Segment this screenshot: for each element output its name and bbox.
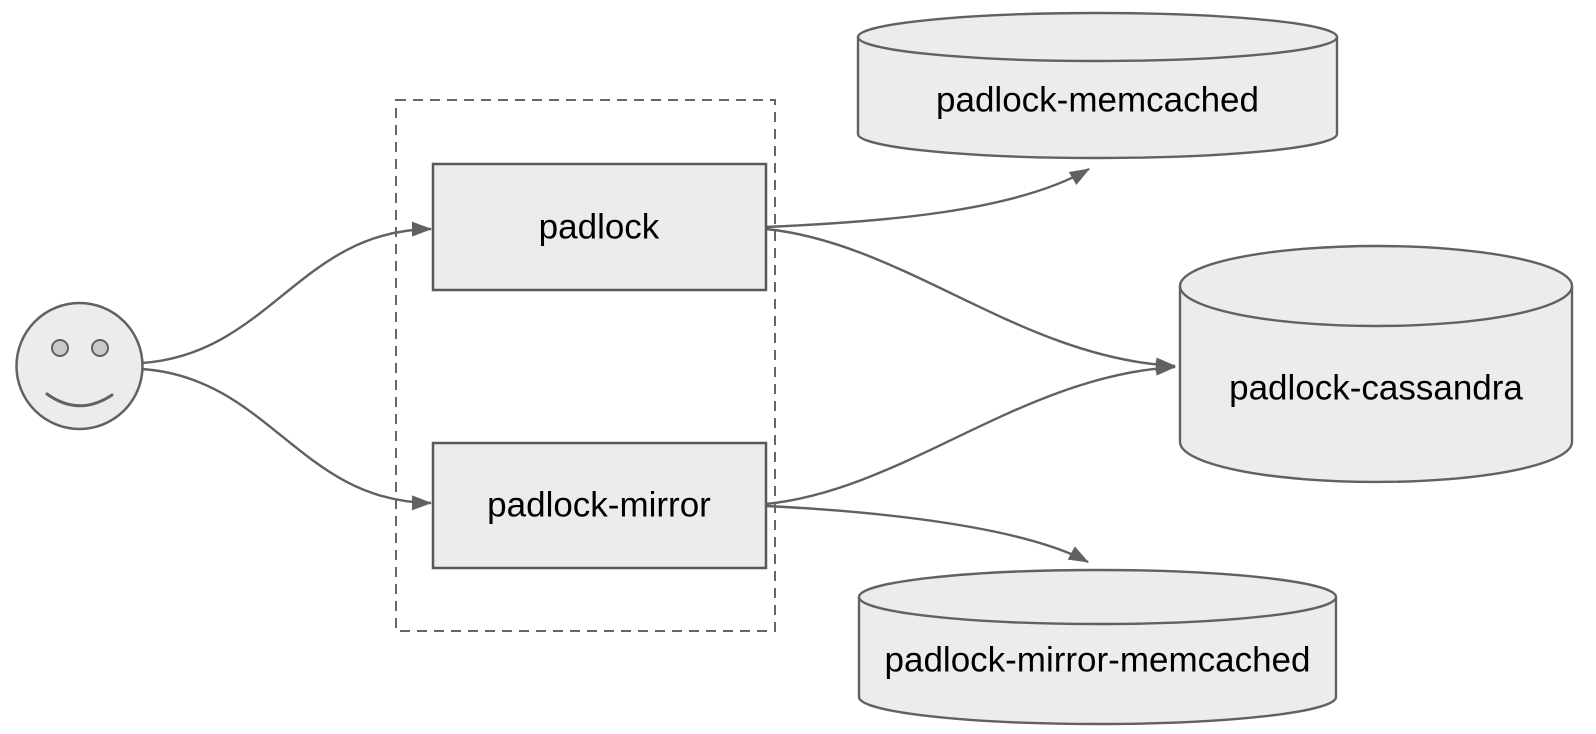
- padlock-mirror-label: padlock-mirror: [487, 486, 711, 525]
- node-padlock-mirror-memcached: padlock-mirror-memcached: [857, 568, 1338, 726]
- padlock-cassandra-cylinder-body: [1178, 286, 1574, 484]
- padlock-memcached-cylinder-top: [856, 11, 1339, 63]
- node-padlock-cassandra: padlock-cassandra: [1178, 244, 1574, 484]
- padlock-mirror-memcached-label: padlock-mirror-memcached: [885, 641, 1311, 680]
- padlock-memcached-cylinder-body: [856, 37, 1339, 160]
- padlock-cassandra-cylinder-top: [1178, 244, 1574, 328]
- padlock-mirror-memcached-cylinder-body: [857, 597, 1338, 726]
- node-padlock-memcached: padlock-memcached: [856, 11, 1339, 160]
- edge-padlock-to-padlock-cassandra: [765, 227, 1176, 373]
- service-group-container: [395, 99, 776, 632]
- padlock-memcached-label: padlock-memcached: [936, 81, 1259, 120]
- smiley-right-eye: [91, 339, 109, 357]
- padlock-mirror-memcached-cylinder-top: [857, 568, 1338, 626]
- edge-padlock-to-padlock-memcached: [765, 167, 1090, 229]
- edge-padlock-mirror-to-padlock-mirror-memcached: [765, 504, 1089, 564]
- smiley-left-eye: [51, 339, 69, 357]
- padlock-label: padlock: [539, 208, 660, 247]
- edge-padlock-mirror-to-padlock-cassandra: [765, 360, 1176, 506]
- edge-user-to-padlock: [141, 221, 432, 365]
- node-user: [15, 301, 144, 431]
- edges: [141, 167, 1176, 564]
- padlock-cassandra-label: padlock-cassandra: [1229, 369, 1523, 408]
- node-padlock-mirror: padlock-mirror: [431, 441, 768, 570]
- padlock-box: [431, 162, 768, 292]
- edge-user-to-padlock-mirror: [141, 367, 432, 511]
- padlock-mirror-box: [431, 441, 768, 570]
- node-padlock: padlock: [431, 162, 768, 292]
- smiley-face-icon: [15, 301, 144, 431]
- smiley-mouth: [45, 392, 114, 408]
